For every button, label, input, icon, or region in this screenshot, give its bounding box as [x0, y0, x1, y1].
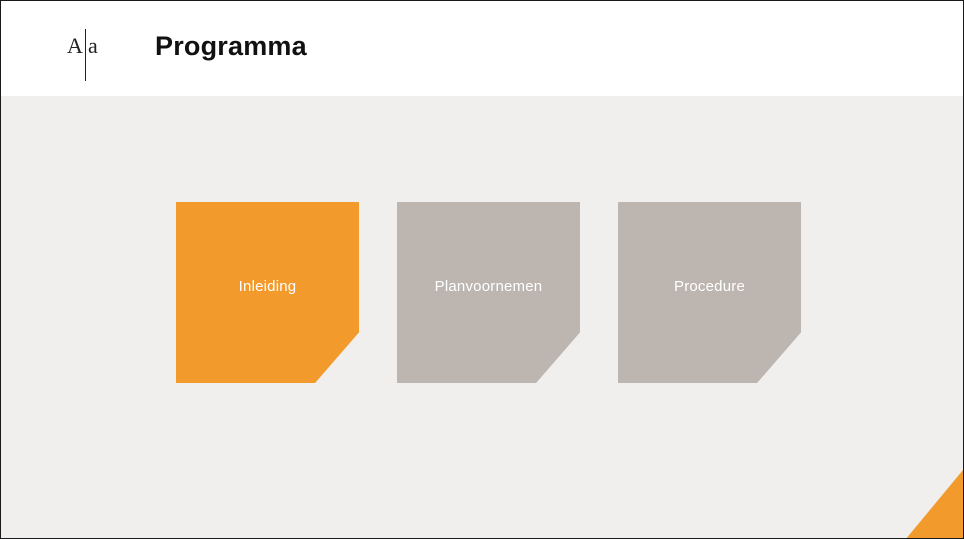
logo: A a	[67, 29, 109, 81]
tile-planvoornemen[interactable]: Planvoornemen	[397, 202, 580, 383]
tile-label: Inleiding	[238, 278, 297, 295]
logo-divider	[85, 29, 86, 81]
header: A a Programma	[1, 1, 963, 96]
page-title: Programma	[155, 31, 307, 61]
tile-label: Procedure	[673, 278, 745, 295]
tile-procedure[interactable]: Procedure	[618, 202, 801, 383]
corner-accent-triangle	[905, 470, 963, 538]
tile-label: Planvoornemen	[434, 278, 543, 295]
logo-letter-big: A	[67, 33, 83, 58]
logo-letter-small: a	[88, 33, 98, 58]
tile-inleiding[interactable]: Inleiding	[176, 202, 359, 383]
content-area: Inleiding Planvoornemen Procedure	[1, 96, 963, 538]
